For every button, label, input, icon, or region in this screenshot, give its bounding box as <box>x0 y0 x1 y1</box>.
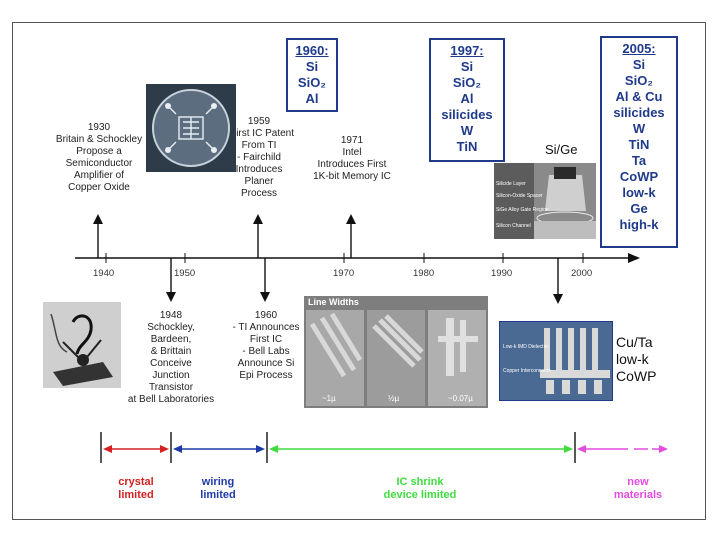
year-1990: 1990 <box>491 268 512 279</box>
material-item: Al <box>431 91 503 107</box>
sige-transistor-photo: Silicide Layer Silicon-Oxide Spacer SiGe… <box>494 163 596 239</box>
timeline-arrowhead <box>628 253 640 263</box>
line-widths-title: Line Widths <box>308 297 359 307</box>
material-item: Si <box>602 57 676 73</box>
sige-photo-label-3: SiGe Alloy Gate Region <box>496 207 549 213</box>
material-item: SiO₂ <box>288 75 336 91</box>
material-item: Si <box>288 59 336 75</box>
event-1948: 1948 Schockley, Bardeen, & Brittain Conc… <box>116 310 226 406</box>
material-item: TiN <box>431 139 503 155</box>
material-item: high-k <box>602 217 676 233</box>
materials-box-1960: 1960: Si SiO₂ Al <box>286 38 338 112</box>
line-width-label-1: ~1µ <box>322 394 336 403</box>
sige-photo-label-2: Silicon-Oxide Spacer <box>496 193 543 199</box>
era-label-icshrink: IC shrink device limited <box>360 476 480 502</box>
line-width-label-3: ~0.07µ <box>448 394 473 403</box>
era-line: IC shrink <box>360 476 480 489</box>
cu-material-item: Cu/Ta <box>616 334 656 351</box>
material-item: TiN <box>602 137 676 153</box>
era-line: new <box>598 476 678 489</box>
cu-photo-label-2: Copper Interconnects <box>503 368 551 374</box>
sige-photo-label-4: Silicon Channel <box>496 223 531 229</box>
era-line: crystal <box>101 476 171 489</box>
era-line: limited <box>178 489 258 502</box>
era-label-newmat: new materials <box>598 476 678 502</box>
era-line: device limited <box>360 489 480 502</box>
materials-box-1997: 1997: Si SiO₂ Al silicides W TiN <box>429 38 505 162</box>
cu-material-item: low-k <box>616 351 656 368</box>
year-2000: 2000 <box>571 268 592 279</box>
cu-material-item: CoWP <box>616 368 656 385</box>
material-item: Ge <box>602 201 676 217</box>
era-line: wiring <box>178 476 258 489</box>
material-item: Al <box>288 91 336 107</box>
year-1940: 1940 <box>93 268 114 279</box>
event-1960: 1960 - TI Announces First IC - Bell Labs… <box>226 310 306 382</box>
material-item: W <box>431 123 503 139</box>
line-widths-photo: Line Widths ~1µ ½µ ~0.07µ <box>304 296 488 408</box>
materials-box-1997-header: 1997: <box>431 43 503 59</box>
materials-box-1960-header: 1960: <box>288 43 336 59</box>
material-item: SiO₂ <box>602 73 676 89</box>
era-label-wiring: wiring limited <box>178 476 258 502</box>
materials-box-2005: 2005: Si SiO₂ Al & Cu silicides W TiN Ta… <box>600 36 678 248</box>
materials-box-2005-header: 2005: <box>602 41 676 57</box>
sige-label: Si/Ge <box>545 141 578 158</box>
material-item: Ta <box>602 153 676 169</box>
era-line: limited <box>101 489 171 502</box>
material-item: SiO₂ <box>431 75 503 91</box>
year-1950: 1950 <box>174 268 195 279</box>
first-ic-photo <box>146 84 236 172</box>
line-width-label-2: ½µ <box>388 394 399 403</box>
material-item: silicides <box>602 105 676 121</box>
material-item: low-k <box>602 185 676 201</box>
year-1980: 1980 <box>413 268 434 279</box>
first-transistor-photo <box>43 302 121 388</box>
material-item: silicides <box>431 107 503 123</box>
era-line: materials <box>598 489 678 502</box>
cu-photo-label-1: Low-k IMD Dielectric <box>503 344 549 350</box>
copper-interconnect-photo: Low-k IMD Dielectric Copper Interconnect… <box>499 321 613 401</box>
material-item: CoWP <box>602 169 676 185</box>
year-1970: 1970 <box>333 268 354 279</box>
sige-photo-label-1: Silicide Layer <box>496 181 526 187</box>
material-item: W <box>602 121 676 137</box>
cu-materials-label: Cu/Ta low-k CoWP <box>616 334 656 385</box>
event-1971: 1971 Intel Introduces First 1K-bit Memor… <box>304 135 400 183</box>
event-1930: 1930 Britain & Schockley Propose a Semic… <box>44 122 154 194</box>
era-label-crystal: crystal limited <box>101 476 171 502</box>
material-item: Si <box>431 59 503 75</box>
material-item: Al & Cu <box>602 89 676 105</box>
